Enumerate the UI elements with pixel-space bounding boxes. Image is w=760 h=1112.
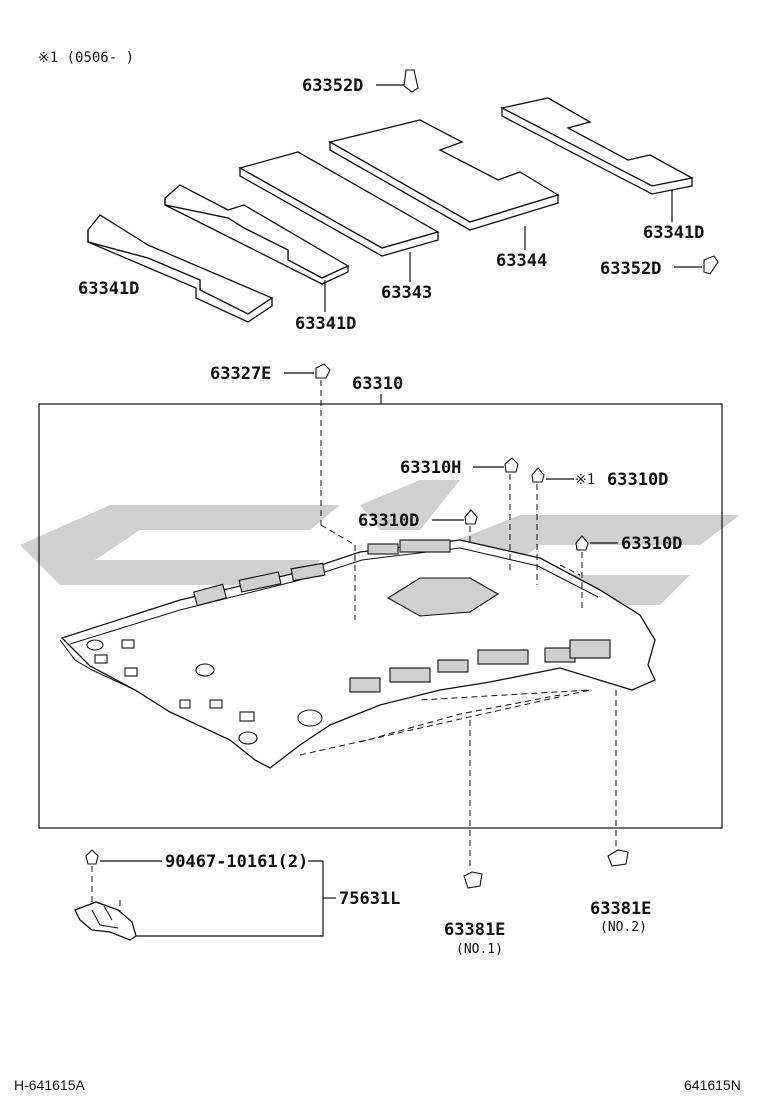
label-90467-10161: 90467-10161(2) xyxy=(165,852,308,872)
label-63381E-no2-sub: (NO.2) xyxy=(600,920,647,935)
clip-63381E-no1 xyxy=(463,871,483,889)
clip-63352D-right xyxy=(703,255,719,275)
footer-left-code: H-641615A xyxy=(14,1077,85,1093)
clip-63310D-a xyxy=(531,467,545,483)
clip-90467 xyxy=(85,849,99,865)
clip-63310D-c xyxy=(575,535,589,551)
label-63352D-right: 63352D xyxy=(600,259,661,279)
label-63341D-left: 63341D xyxy=(78,279,139,299)
label-63341D-right: 63341D xyxy=(643,223,704,243)
label-63341D-mid: 63341D xyxy=(295,314,356,334)
label-63310D-a: 63310D xyxy=(607,470,668,490)
pad-63341D-right xyxy=(500,97,694,195)
label-63352D-top: 63352D xyxy=(302,76,363,96)
label-63310D-b: 63310D xyxy=(358,511,419,531)
clip-63352D-top xyxy=(403,69,419,93)
headliner-63310 xyxy=(59,539,656,769)
label-63344: 63344 xyxy=(496,251,547,271)
label-63381E-no2: 63381E xyxy=(590,899,651,919)
label-63343: 63343 xyxy=(381,283,432,303)
footer-right-code: 641615N xyxy=(684,1077,741,1093)
clip-63310H xyxy=(504,457,519,473)
label-63310H: 63310H xyxy=(400,458,461,478)
label-63327E: 63327E xyxy=(210,364,271,384)
label-75631L: 75631L xyxy=(339,889,400,909)
mark-63310D-a: ※1 xyxy=(575,472,595,488)
label-63310: 63310 xyxy=(352,374,403,394)
pad-63344 xyxy=(328,119,560,231)
version-note: ※1 (0506- ) xyxy=(38,50,134,66)
assist-grip-cover-75631L xyxy=(74,901,137,941)
label-63381E-no1: 63381E xyxy=(444,920,505,940)
label-63381E-no1-sub: (NO.1) xyxy=(456,942,503,957)
clip-63310D-b xyxy=(464,509,478,525)
pad-63341D-left xyxy=(87,214,274,323)
pad-63341D-mid xyxy=(164,184,350,285)
assembly-frame xyxy=(38,403,723,829)
clip-63381E-no2 xyxy=(607,849,629,867)
pad-63343 xyxy=(238,151,440,257)
label-63310D-c: 63310D xyxy=(621,534,682,554)
clip-63327E xyxy=(315,363,331,379)
